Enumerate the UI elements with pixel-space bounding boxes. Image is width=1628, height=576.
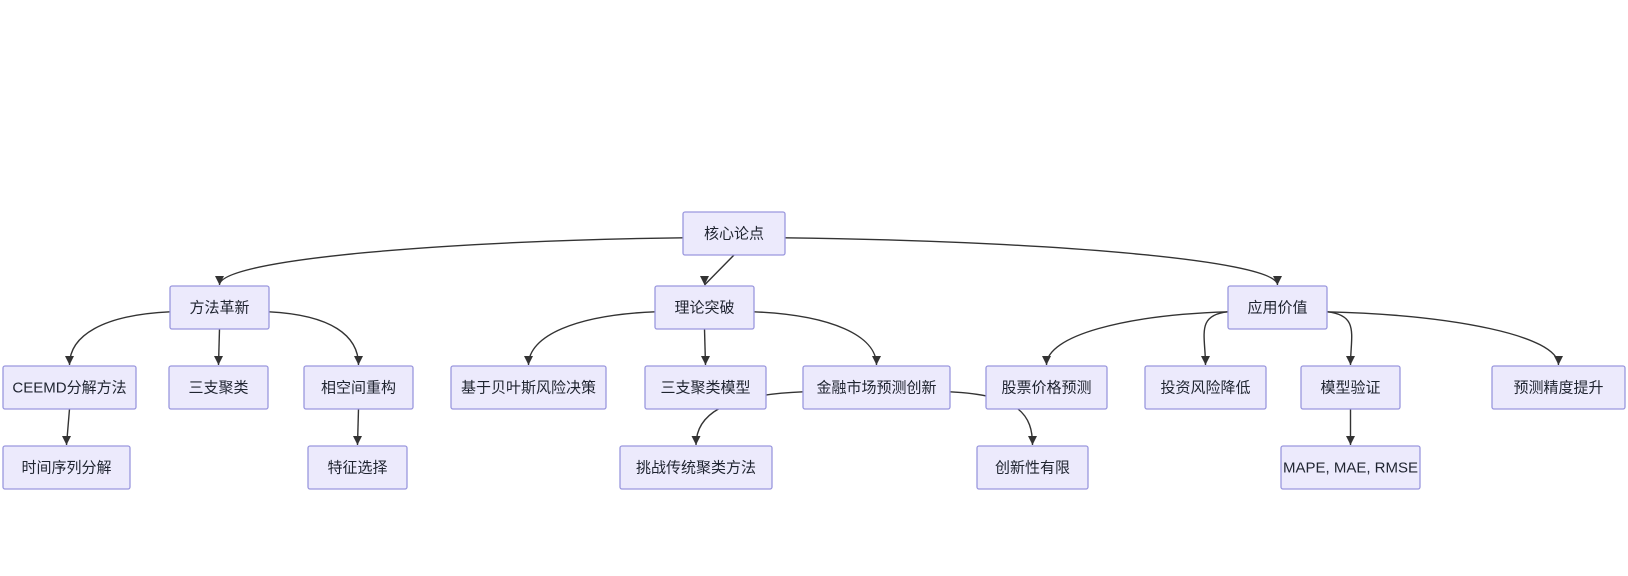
node-box <box>2 365 137 410</box>
edge-n0-to-n2 <box>704 254 735 286</box>
edge-n0-to-n3 <box>784 237 1279 286</box>
node-label: 模型验证 <box>1320 379 1380 396</box>
node-label: 金融市场预测创新 <box>816 379 936 396</box>
node-label: 时间序列分解 <box>21 459 111 476</box>
node-label: 投资风险降低 <box>1160 379 1250 396</box>
arrowhead-n0-to-n3 <box>1273 276 1282 285</box>
node-label: 创新性有限 <box>995 459 1070 476</box>
node-box <box>802 365 951 410</box>
node-box <box>1280 445 1421 490</box>
arrowhead-n1-to-n5 <box>214 356 223 365</box>
arrowhead-n12-to-n18 <box>1346 436 1355 445</box>
flow-node-n12[interactable]: 模型验证 <box>1300 365 1401 410</box>
flow-node-n18[interactable]: MAPE, MAE, RMSE <box>1280 445 1421 490</box>
edge-n0-to-n1 <box>218 237 684 286</box>
flow-node-n16[interactable]: 挑战传统聚类方法 <box>619 445 773 490</box>
edge-n2-to-n9 <box>753 311 878 366</box>
node-box <box>682 211 786 256</box>
node-box <box>307 445 408 490</box>
node-label: MAPE, MAE, RMSE <box>1283 459 1418 476</box>
edge-n3-to-n10 <box>1045 311 1229 366</box>
arrowhead-n0-to-n1 <box>215 276 224 285</box>
node-label: 基于贝叶斯风险决策 <box>461 379 596 396</box>
node-box <box>654 285 755 330</box>
flow-node-n7[interactable]: 基于贝叶斯风险决策 <box>450 365 607 410</box>
node-box <box>644 365 767 410</box>
edge-n2-to-n7 <box>527 311 656 366</box>
flow-node-n11[interactable]: 投资风险降低 <box>1144 365 1267 410</box>
arrowhead-n3-to-n12 <box>1346 356 1355 365</box>
flow-node-n13[interactable]: 预测精度提升 <box>1491 365 1626 410</box>
flow-node-n6[interactable]: 相空间重构 <box>303 365 414 410</box>
flow-node-n10[interactable]: 股票价格预测 <box>985 365 1108 410</box>
node-label: 股票价格预测 <box>1001 379 1091 396</box>
node-box <box>168 365 269 410</box>
arrowhead-n2-to-n7 <box>524 356 533 365</box>
edge-n1-to-n4 <box>68 311 171 366</box>
node-label: 相空间重构 <box>321 379 396 396</box>
node-label: 预测精度提升 <box>1513 379 1603 396</box>
flow-node-n15[interactable]: 特征选择 <box>307 445 408 490</box>
arrowhead-n2-to-n9 <box>872 356 881 365</box>
arrowhead-n9-to-n16 <box>691 436 701 445</box>
flow-node-n2[interactable]: 理论突破 <box>654 285 755 330</box>
flow-node-n8[interactable]: 三支聚类模型 <box>644 365 767 410</box>
flow-node-n5[interactable]: 三支聚类 <box>168 365 269 410</box>
arrowhead-n9-to-n17 <box>1028 436 1037 445</box>
edge-n3-to-n13 <box>1326 311 1560 366</box>
node-box <box>619 445 773 490</box>
flow-node-n0[interactable]: 核心论点 <box>682 211 786 256</box>
node-label: 特征选择 <box>327 459 387 476</box>
node-label: 应用价值 <box>1247 298 1307 316</box>
flow-node-n17[interactable]: 创新性有限 <box>976 445 1089 490</box>
arrowhead-n4-to-n14 <box>62 436 71 445</box>
node-box <box>303 365 414 410</box>
flow-node-n1[interactable]: 方法革新 <box>169 285 270 330</box>
edges-layer <box>62 237 1563 446</box>
node-label: 方法革新 <box>189 299 249 316</box>
arrowhead-n6-to-n15 <box>353 436 362 445</box>
edge-n1-to-n6 <box>268 311 360 366</box>
arrowhead-n3-to-n10 <box>1042 356 1051 365</box>
node-box <box>1300 365 1401 410</box>
arrowhead-n0-to-n2 <box>700 276 709 285</box>
node-box <box>1491 365 1626 410</box>
node-box <box>1144 365 1267 410</box>
node-label: 核心论点 <box>704 225 764 242</box>
node-label: 三支聚类 <box>188 379 248 396</box>
arrowhead-n1-to-n4 <box>65 356 74 365</box>
node-box <box>1227 285 1328 330</box>
node-box <box>169 285 270 330</box>
arrowhead-n3-to-n11 <box>1201 356 1210 365</box>
node-label: CEEMD分解方法 <box>12 379 126 396</box>
node-label: 理论突破 <box>674 299 734 316</box>
flow-node-n9[interactable]: 金融市场预测创新 <box>802 365 951 410</box>
node-box <box>976 445 1089 490</box>
node-label: 挑战传统聚类方法 <box>636 459 756 476</box>
node-box <box>985 365 1108 410</box>
flow-node-n14[interactable]: 时间序列分解 <box>2 445 131 490</box>
arrowhead-n3-to-n13 <box>1554 356 1563 365</box>
node-label: 三支聚类模型 <box>660 379 750 396</box>
node-box <box>2 445 131 490</box>
arrowhead-n2-to-n8 <box>701 356 710 365</box>
flow-node-n4[interactable]: CEEMD分解方法 <box>2 365 137 410</box>
arrowhead-n1-to-n6 <box>354 356 363 365</box>
node-box <box>450 365 607 410</box>
flow-node-n3[interactable]: 应用价值 <box>1227 285 1328 330</box>
